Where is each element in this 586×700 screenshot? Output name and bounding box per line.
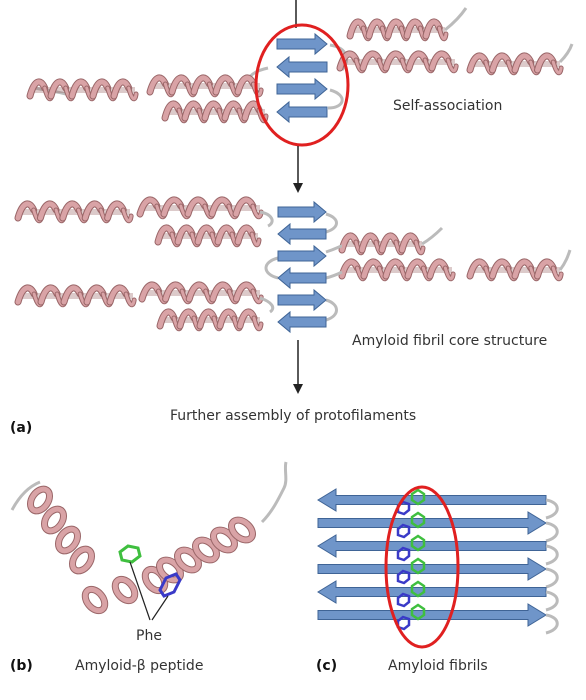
loop xyxy=(325,244,343,254)
beta-strand xyxy=(277,244,327,268)
beta-strand xyxy=(276,77,328,101)
self-association-label: Self-association xyxy=(393,98,502,114)
helix xyxy=(346,18,449,42)
fibrils-label: Amyloid fibrils xyxy=(388,658,488,674)
loop xyxy=(545,590,559,612)
beta-strand xyxy=(277,200,327,224)
loop xyxy=(260,461,288,524)
loop xyxy=(545,498,559,520)
beta-strand xyxy=(277,288,327,312)
loop xyxy=(545,613,559,635)
loop xyxy=(10,480,41,511)
fibrils-panel xyxy=(317,488,559,635)
phe-sidechain-blue xyxy=(396,569,411,585)
loop xyxy=(545,567,559,589)
panel-label-c: (c) xyxy=(316,658,337,674)
helix xyxy=(136,196,264,220)
panel-label-a: (a) xyxy=(10,420,32,436)
phe-sidechain-blue xyxy=(396,546,411,562)
phe-sidechain-blue xyxy=(396,500,411,516)
loop xyxy=(327,88,344,110)
loop xyxy=(259,296,275,314)
panel-label-b: (b) xyxy=(10,658,33,674)
helix xyxy=(138,281,264,305)
phe-sidechain-blue xyxy=(396,592,411,608)
phe-sidechain-blue xyxy=(158,572,182,598)
helix xyxy=(14,200,134,224)
highlight-ellipse xyxy=(254,23,350,147)
further-assembly-label: Further assembly of protofilaments xyxy=(170,408,416,424)
helix xyxy=(26,78,139,102)
beta-strand xyxy=(277,266,327,290)
helix xyxy=(146,74,264,98)
loop xyxy=(325,270,343,280)
phe-sidechain-blue xyxy=(396,523,411,539)
phe-pointer xyxy=(151,595,169,621)
beta-strand xyxy=(276,55,328,79)
phe-label: Phe xyxy=(136,628,162,644)
helix xyxy=(336,50,459,74)
helix xyxy=(14,284,137,308)
arrowhead xyxy=(293,183,303,193)
phe-sidechain-green xyxy=(410,557,426,575)
phe-sidechain-green xyxy=(118,544,142,564)
loop xyxy=(545,521,559,543)
phe-pointer xyxy=(129,561,151,621)
loop xyxy=(264,256,279,280)
core-structure-label: Amyloid fibril core structure xyxy=(352,333,547,349)
helix xyxy=(156,308,264,332)
fibril-strand xyxy=(317,511,547,535)
phe-sidechain-green xyxy=(410,580,426,598)
phe-sidechain-green xyxy=(410,534,426,552)
loop xyxy=(325,212,338,234)
arrowhead xyxy=(293,384,303,394)
self-association-stage: Self-association xyxy=(26,0,574,193)
peptide-helix xyxy=(26,485,256,615)
loop xyxy=(259,210,274,228)
loop xyxy=(325,298,338,322)
core-structure-stage: Amyloid fibril core structure Further as… xyxy=(10,196,572,436)
beta-strand xyxy=(276,100,328,124)
loop xyxy=(558,249,572,271)
fibril-strand xyxy=(317,603,547,627)
helix xyxy=(154,224,262,248)
phe-sidechain-green xyxy=(410,603,426,621)
fibril-strand xyxy=(317,488,547,512)
fibril-highlight-ellipse xyxy=(384,485,460,649)
helix xyxy=(161,100,269,124)
phe-sidechain-green xyxy=(410,488,426,506)
helix xyxy=(338,232,426,256)
fibril-strand xyxy=(317,580,547,604)
beta-strand xyxy=(277,310,327,334)
phe-sidechain-green xyxy=(410,511,426,529)
loop xyxy=(558,43,574,64)
helix xyxy=(466,258,564,282)
loop xyxy=(545,544,559,566)
beta-strand xyxy=(276,32,328,56)
loop xyxy=(444,7,468,32)
peptide-label: Amyloid-β peptide xyxy=(75,658,203,674)
beta-strand xyxy=(277,222,327,246)
peptide-panel: Phe (b) Amyloid-β peptide xyxy=(10,461,288,674)
fibril-strand xyxy=(317,557,547,581)
loop xyxy=(421,226,444,246)
fibril-strand xyxy=(317,534,547,558)
helix xyxy=(338,258,456,282)
helix xyxy=(466,52,564,76)
